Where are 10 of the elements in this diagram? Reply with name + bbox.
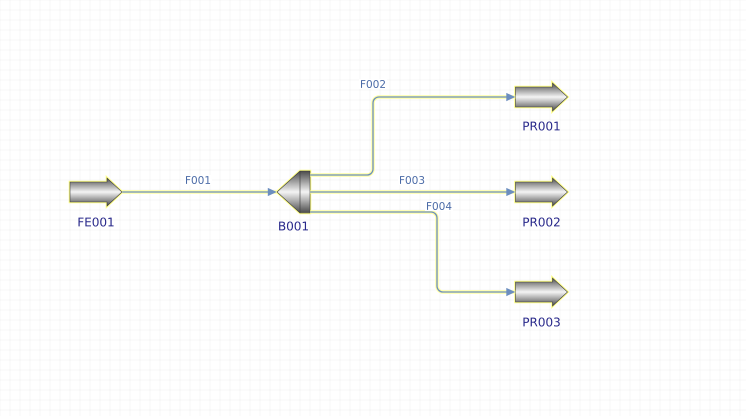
edge-label: F001 [184,175,212,185]
node-label: B001 [279,221,308,231]
edge-label: F003 [398,175,426,185]
node-label: PR001 [523,121,560,131]
node-label: FE001 [78,217,114,227]
edge-label: F004 [424,201,454,211]
arrow [310,92,516,177]
node-label: PR002 [523,217,560,227]
node-label: PR003 [523,317,560,327]
edge-label: F002 [358,79,388,89]
